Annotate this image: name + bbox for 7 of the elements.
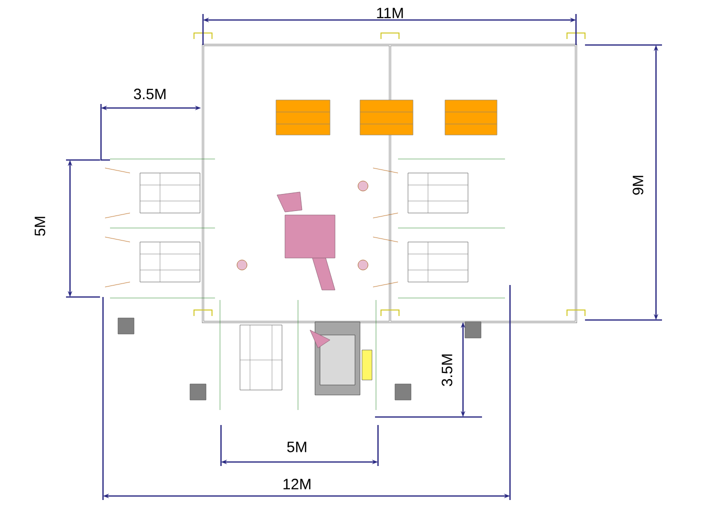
dimension-label: 3.5M	[134, 88, 166, 100]
dimension-label: 5M	[287, 442, 306, 452]
dimension-label: 11M	[377, 8, 403, 18]
dimension-label: 5M	[34, 216, 46, 236]
dimension-label: 3.5M	[442, 354, 452, 386]
dimension-label: 12M	[284, 478, 310, 490]
dimension-label: 9M	[632, 176, 644, 195]
